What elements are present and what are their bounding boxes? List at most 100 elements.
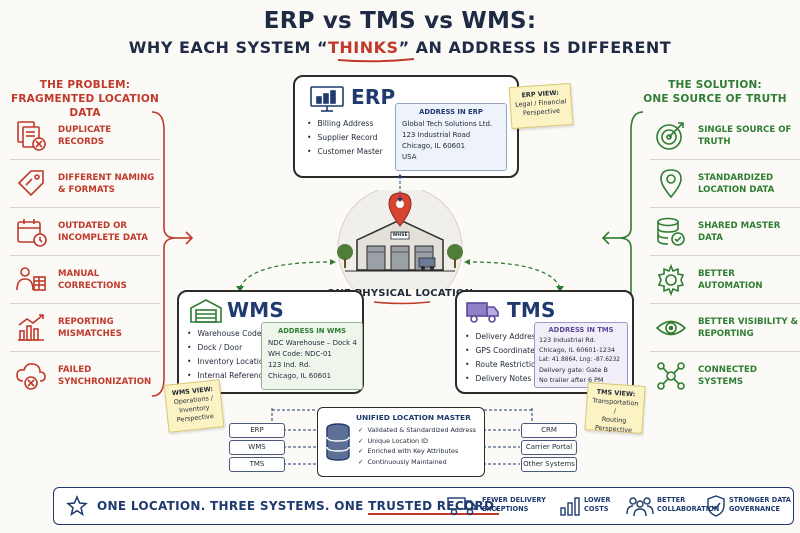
subtitle-pre: WHY EACH SYSTEM “ (128, 38, 328, 57)
master-feature: Unique Location ID (358, 436, 476, 447)
wms-bullets: Warehouse Code Dock / Door Inventory Loc… (187, 327, 268, 383)
wms-address-line: WH Code: NDC-01 (268, 350, 332, 358)
stat-delivery: Fewer delivery exceptions (482, 496, 546, 513)
subtitle-underline (337, 58, 415, 63)
solution-item: Single source of truth (650, 112, 800, 160)
map-pin-icon (650, 164, 692, 204)
tms-bullet: Delivery Address (465, 330, 544, 344)
solution-item: Connected systems (650, 352, 800, 399)
problem-item: Different naming & formats (10, 160, 160, 208)
warehouse-icon (189, 298, 223, 328)
tms-card: TMS Delivery Address GPS Coordinates Rou… (455, 290, 634, 394)
problem-title-line1: THE PROBLEM: (39, 79, 131, 91)
problem-brace-arrow (151, 111, 194, 397)
tms-address-line: Chicago, IL 60601-1234 (539, 346, 616, 354)
erp-address-line: Chicago, IL 60601 (402, 142, 466, 150)
calendar-icon (10, 212, 52, 252)
page-subtitle: WHY EACH SYSTEM “THINKS” AN ADDRESS IS D… (0, 38, 800, 57)
solution-label: Standardized location data (698, 172, 775, 195)
problem-item: Reporting mismatches (10, 304, 160, 352)
pill-tms: TMS (229, 457, 285, 472)
wms-address-line: NDC Warehouse – Dock 4 (268, 339, 357, 347)
gear-icon (650, 260, 692, 300)
pill-erp: ERP (229, 423, 285, 438)
cloud-error-icon (10, 356, 52, 396)
wms-card: WMS Warehouse Code Dock / Door Inventory… (177, 290, 364, 394)
footer-tagline: ONE LOCATION. THREE SYSTEMS. ONE TRUSTED… (97, 499, 500, 515)
stat-line: Stronger data (729, 496, 791, 504)
wms-bullet: Warehouse Code (187, 327, 268, 341)
warehouse-illustration (337, 190, 463, 290)
footer-text-highlight: TRUSTED RECORD. (368, 499, 500, 515)
tms-title: TMS (507, 298, 556, 322)
erp-bullet: Supplier Record (307, 131, 383, 145)
wms-view-note: WMS VIEW: Operations / Inventory Perspec… (163, 379, 225, 433)
solution-label: Better visibility & reporting (698, 316, 799, 339)
problem-label: Reporting mismatches (58, 316, 122, 339)
duplicate-document-icon (10, 116, 52, 156)
stat-line: governance (729, 504, 781, 513)
people-icon (626, 495, 654, 521)
chart-warning-icon (10, 308, 52, 348)
tms-bullet: Delivery Notes (465, 372, 544, 386)
erp-address-line: USA (402, 153, 417, 161)
pill-crm: CRM (521, 423, 577, 438)
solution-label: Single source of truth (698, 124, 792, 147)
database-check-icon (650, 212, 692, 252)
tms-address-line: No trailer after 6 PM (539, 376, 604, 384)
subtitle-post: ” AN ADDRESS IS DIFFERENT (398, 38, 672, 57)
wms-title: WMS (227, 298, 284, 322)
solution-label: Better automation (698, 268, 763, 291)
problem-label: Outdated or incomplete data (58, 220, 148, 243)
erp-bullets: Billing Address Supplier Record Customer… (307, 117, 383, 159)
problem-list: Duplicate records Different naming & for… (10, 112, 160, 399)
problem-title-line2: FRAGMENTED LOCATION DATA (11, 93, 159, 119)
stat-collaboration: Better collaboration (657, 496, 719, 513)
tms-address-title: ADDRESS IN TMS (548, 326, 614, 334)
master-feature: Validated & Standardized Address (358, 425, 476, 436)
tms-address-line: 123 Industrial Rd. (539, 336, 596, 344)
warehouse-sign: WHSE (392, 233, 408, 238)
monitor-chart-icon (309, 85, 345, 117)
wms-bullet: Dock / Door (187, 341, 268, 355)
wms-address-line: Chicago, IL 60601 (268, 372, 332, 380)
truck-icon (465, 300, 501, 328)
footer-banner: ONE LOCATION. THREE SYSTEMS. ONE TRUSTED… (53, 487, 794, 525)
solution-title-line2: ONE SOURCE OF TRUTH (643, 93, 787, 105)
solution-item: Standardized location data (650, 160, 800, 208)
solution-list: Single source of truth Standardized loca… (650, 112, 800, 399)
stat-line: Better (657, 496, 686, 504)
stat-costs: Lower costs (584, 496, 610, 513)
problem-item: Manual corrections (10, 256, 160, 304)
stat-line: costs (584, 504, 609, 513)
wms-address-title: ADDRESS IN WMS (277, 327, 346, 335)
tms-bullets: Delivery Address GPS Coordinates Route R… (465, 330, 544, 386)
tms-address-box: ADDRESS IN TMS 123 Industrial Rd. Chicag… (534, 322, 628, 388)
erp-address-title: ADDRESS IN ERP (419, 108, 483, 116)
problem-label: Failed synchronization (58, 364, 152, 387)
network-icon (650, 356, 692, 396)
wms-address-box: ADDRESS IN WMS NDC Warehouse – Dock 4 WH… (261, 322, 363, 390)
solution-item: Better automation (650, 256, 800, 304)
page-title: ERP vs TMS vs WMS: (263, 8, 537, 34)
tms-bullet: Route Restrictions (465, 358, 544, 372)
person-spreadsheet-icon (10, 260, 52, 300)
solution-item: Better visibility & reporting (650, 304, 800, 352)
solution-item: Shared master data (650, 208, 800, 256)
shield-check-icon (706, 494, 726, 522)
solution-label: Shared master data (698, 220, 781, 243)
tag-icon (10, 164, 52, 204)
solution-label: Connected systems (698, 364, 758, 387)
center-location-label: ONE PHYSICAL LOCATION (326, 288, 474, 299)
truck-icon (446, 496, 478, 520)
subtitle-highlight: THINKS (327, 38, 399, 57)
target-icon (650, 116, 692, 156)
eye-icon (650, 308, 692, 348)
erp-address-line: 123 Industrial Road (402, 131, 471, 139)
problem-item: Duplicate records (10, 112, 160, 160)
stat-line: Fewer delivery (482, 496, 546, 504)
erp-title: ERP (351, 85, 396, 109)
footer-text-pre: ONE LOCATION. THREE SYSTEMS. ONE (97, 499, 369, 513)
